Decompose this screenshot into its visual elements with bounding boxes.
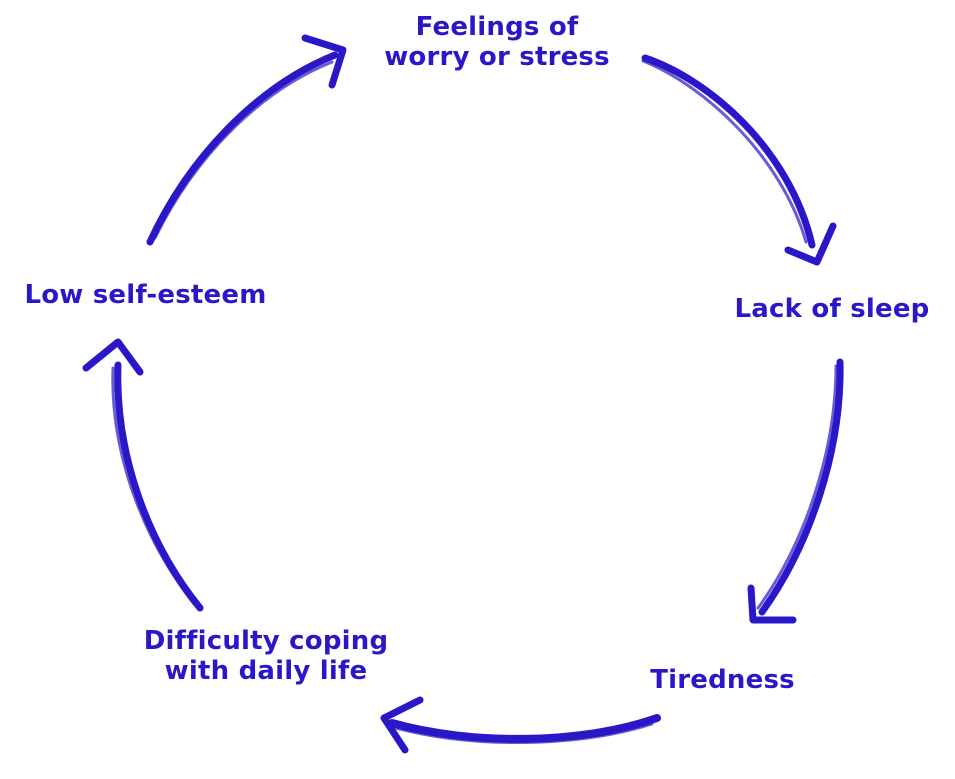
- node-label-line: Low self-esteem: [24, 280, 267, 310]
- arrow-tiredness-to-coping: [380, 696, 661, 754]
- node-tiredness: Tiredness: [640, 665, 805, 695]
- node-lack-of-sleep: Lack of sleep: [722, 294, 942, 324]
- node-label-line: worry or stress: [384, 42, 610, 72]
- arrow-coping-to-esteem: [82, 338, 204, 612]
- node-low-self-esteem: Low self-esteem: [8, 280, 283, 310]
- arrow-sleep-to-tiredness: [747, 358, 844, 624]
- node-feelings-of-worry: Feelings of worry or stress: [372, 12, 622, 72]
- node-label-line: Lack of sleep: [734, 294, 930, 324]
- arrow-esteem-to-worry: [146, 34, 347, 246]
- node-label-line: with daily life: [164, 656, 368, 686]
- node-label-line: Difficulty coping: [143, 626, 389, 656]
- arrow-worry-to-sleep: [641, 54, 837, 266]
- node-label-line: Feelings of: [415, 12, 579, 42]
- node-label-line: Tiredness: [650, 665, 795, 695]
- node-difficulty-coping: Difficulty coping with daily life: [126, 626, 406, 686]
